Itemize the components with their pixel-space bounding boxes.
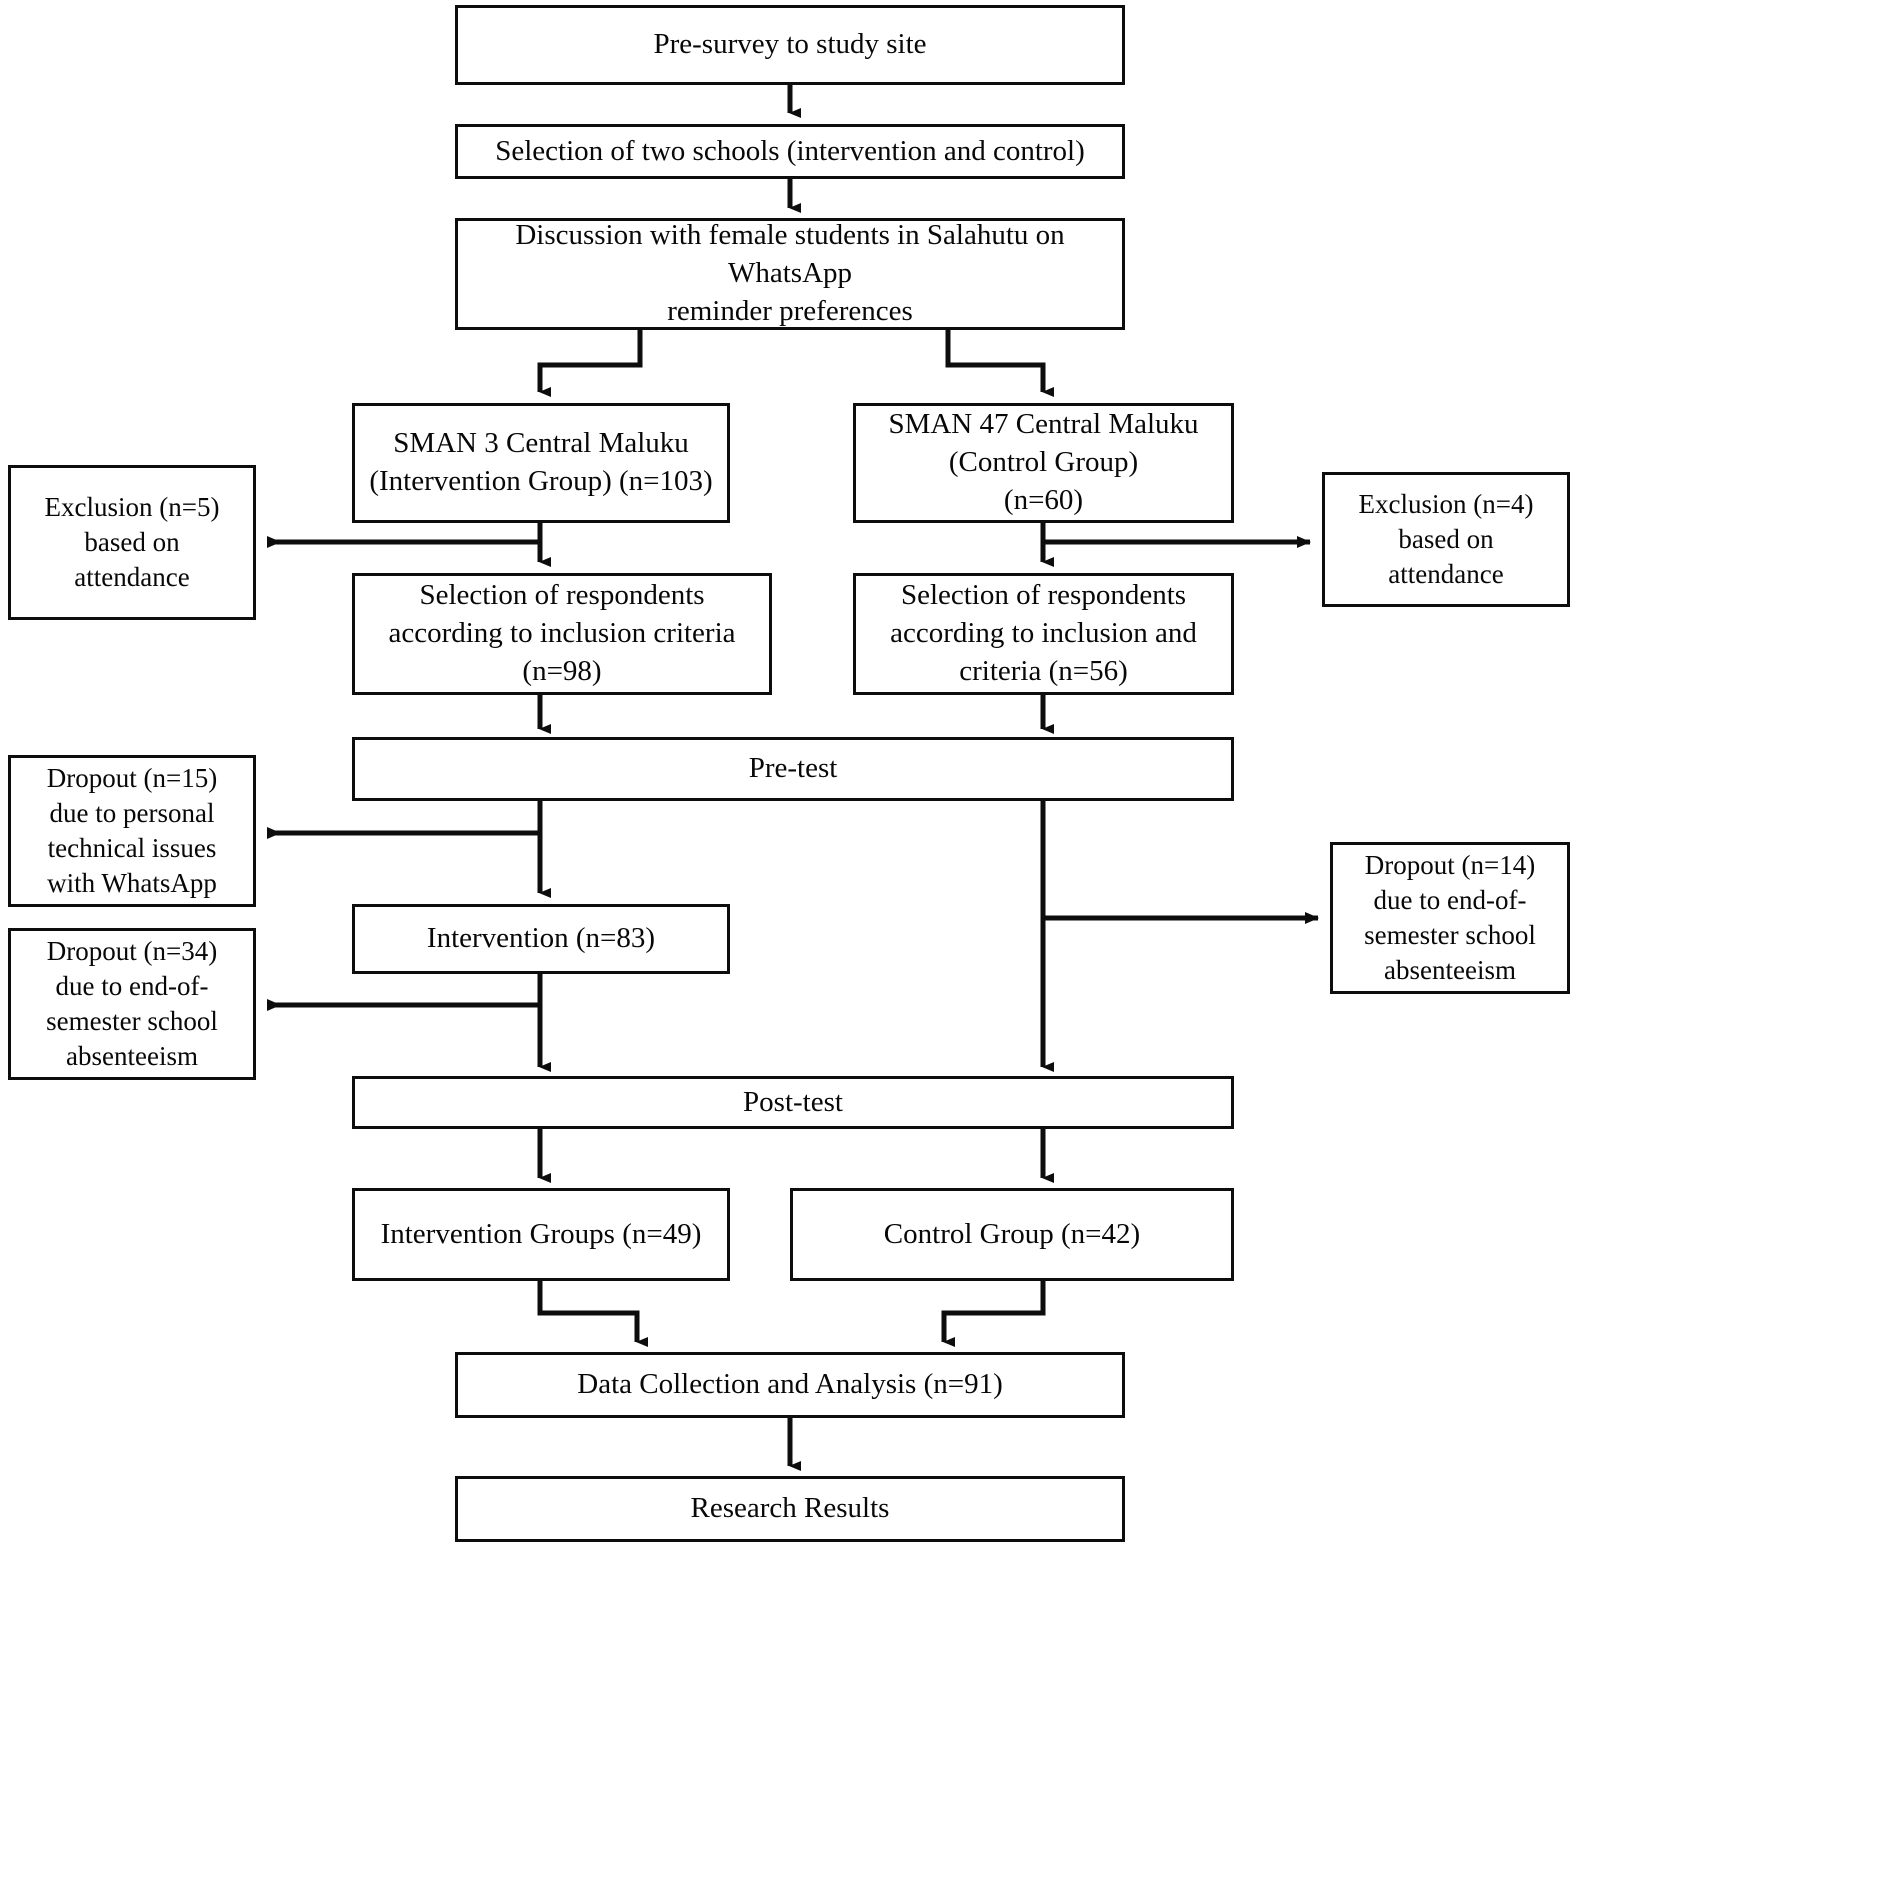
node-selection-left-label: Selection of respondents according to in… [388,579,736,687]
node-exclusion-right-label: Exclusion (n=4) based on attendance [1358,488,1534,590]
node-dropout-left-1: Dropout (n=15) due to personal technical… [8,755,256,907]
node-pre-survey-label: Pre-survey to study site [653,28,927,61]
node-school-selection-label: Selection of two schools (intervention a… [495,134,1085,167]
node-data-collection: Data Collection and Analysis (n=91) [455,1352,1125,1418]
node-dropout-right-1-label: Dropout (n=14) due to end-of- semester s… [1364,849,1536,986]
connector-discussion-to-intervention-school [537,330,643,397]
node-dropout-left-1-label: Dropout (n=15) due to personal technical… [46,762,218,899]
node-discussion: Discussion with female students in Salah… [455,218,1125,330]
node-dropout-right-1: Dropout (n=14) due to end-of- semester s… [1330,842,1570,994]
node-discussion-label: Discussion with female students in Salah… [515,219,1065,327]
node-school-selection: Selection of two schools (intervention a… [455,124,1125,179]
node-selection-right-label: Selection of respondents according to in… [890,579,1197,687]
node-data-collection-label: Data Collection and Analysis (n=91) [577,1368,1003,1401]
node-selection-left: Selection of respondents according to in… [352,573,772,695]
node-selection-right: Selection of respondents according to in… [853,573,1234,695]
connector-intervention-groups-to-data-collection [537,1281,648,1347]
node-intervention-school: SMAN 3 Central Maluku (Intervention Grou… [352,403,730,523]
node-post-test: Post-test [352,1076,1234,1129]
node-exclusion-right: Exclusion (n=4) based on attendance [1322,472,1570,607]
connector-control-group-to-data-collection [941,1281,1046,1347]
node-exclusion-left: Exclusion (n=5) based on attendance [8,465,256,620]
node-pre-test: Pre-test [352,737,1234,801]
node-dropout-left-2: Dropout (n=34) due to end-of- semester s… [8,928,256,1080]
node-intervention-groups: Intervention Groups (n=49) [352,1188,730,1281]
node-intervention-school-label: SMAN 3 Central Maluku (Intervention Grou… [369,427,713,497]
node-control-school: SMAN 47 Central Maluku (Control Group) (… [853,403,1234,523]
node-post-test-label: Post-test [743,1085,843,1118]
node-dropout-left-2-label: Dropout (n=34) due to end-of- semester s… [46,935,218,1072]
node-research-results-label: Research Results [690,1492,890,1525]
node-intervention-label: Intervention (n=83) [426,922,656,955]
node-pre-survey: Pre-survey to study site [455,5,1125,85]
node-control-school-label: SMAN 47 Central Maluku (Control Group) (… [888,408,1199,516]
node-intervention: Intervention (n=83) [352,904,730,974]
node-research-results: Research Results [455,1476,1125,1542]
node-pre-test-label: Pre-test [748,752,838,785]
connector-discussion-to-control-school [945,330,1054,397]
node-intervention-groups-label: Intervention Groups (n=49) [380,1217,702,1250]
node-control-group-label: Control Group (n=42) [883,1217,1141,1250]
node-control-group: Control Group (n=42) [790,1188,1234,1281]
node-exclusion-left-label: Exclusion (n=5) based on attendance [44,491,220,593]
